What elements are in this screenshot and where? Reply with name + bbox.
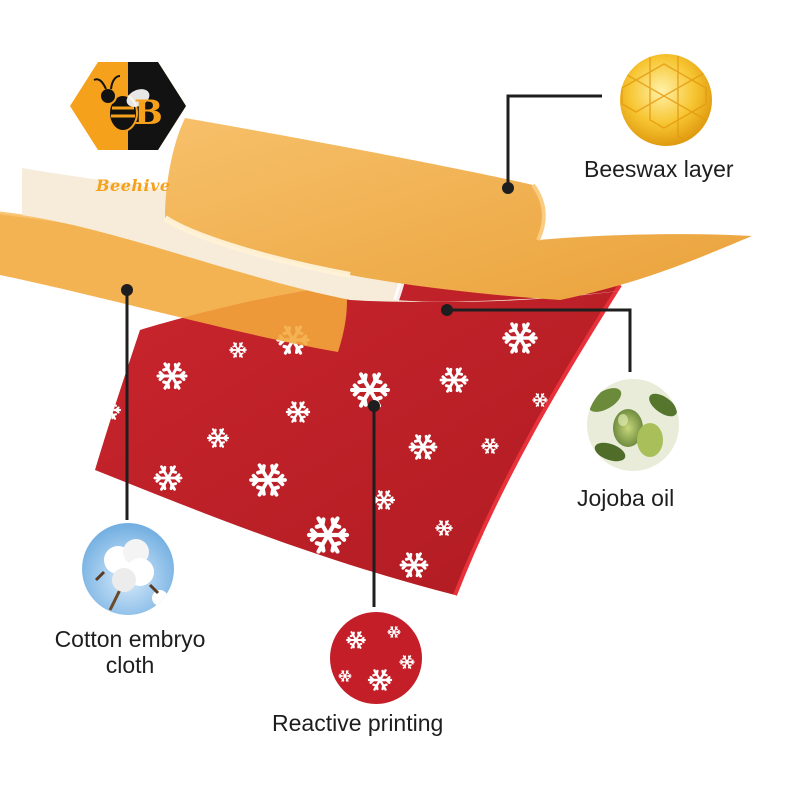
brand-name: Beehive	[96, 176, 171, 195]
bee-icon	[93, 75, 150, 132]
beeswax-sheet-top	[165, 118, 752, 300]
beeswax-sheet-left	[0, 213, 347, 352]
cotton-embryo-cloth-label: Cotton embryo cloth	[54, 626, 206, 678]
logo-letter: B	[134, 93, 163, 133]
reactive-printing-label: Reactive printing	[272, 710, 444, 736]
printed-fabric-layer	[95, 275, 622, 596]
beeswax-layer-label: Beeswax layer	[584, 156, 734, 182]
leader-dots	[121, 182, 514, 412]
snowflake-fabric-icon	[330, 612, 422, 704]
leader-lines	[125, 94, 632, 607]
jojoba-oil-label: Jojoba oil	[577, 485, 675, 511]
honeycomb-icon	[620, 54, 712, 146]
bee-hexagon-logo: B	[70, 62, 186, 150]
jojoba-fruit-icon	[587, 379, 679, 471]
cotton-boll-icon	[82, 523, 174, 615]
